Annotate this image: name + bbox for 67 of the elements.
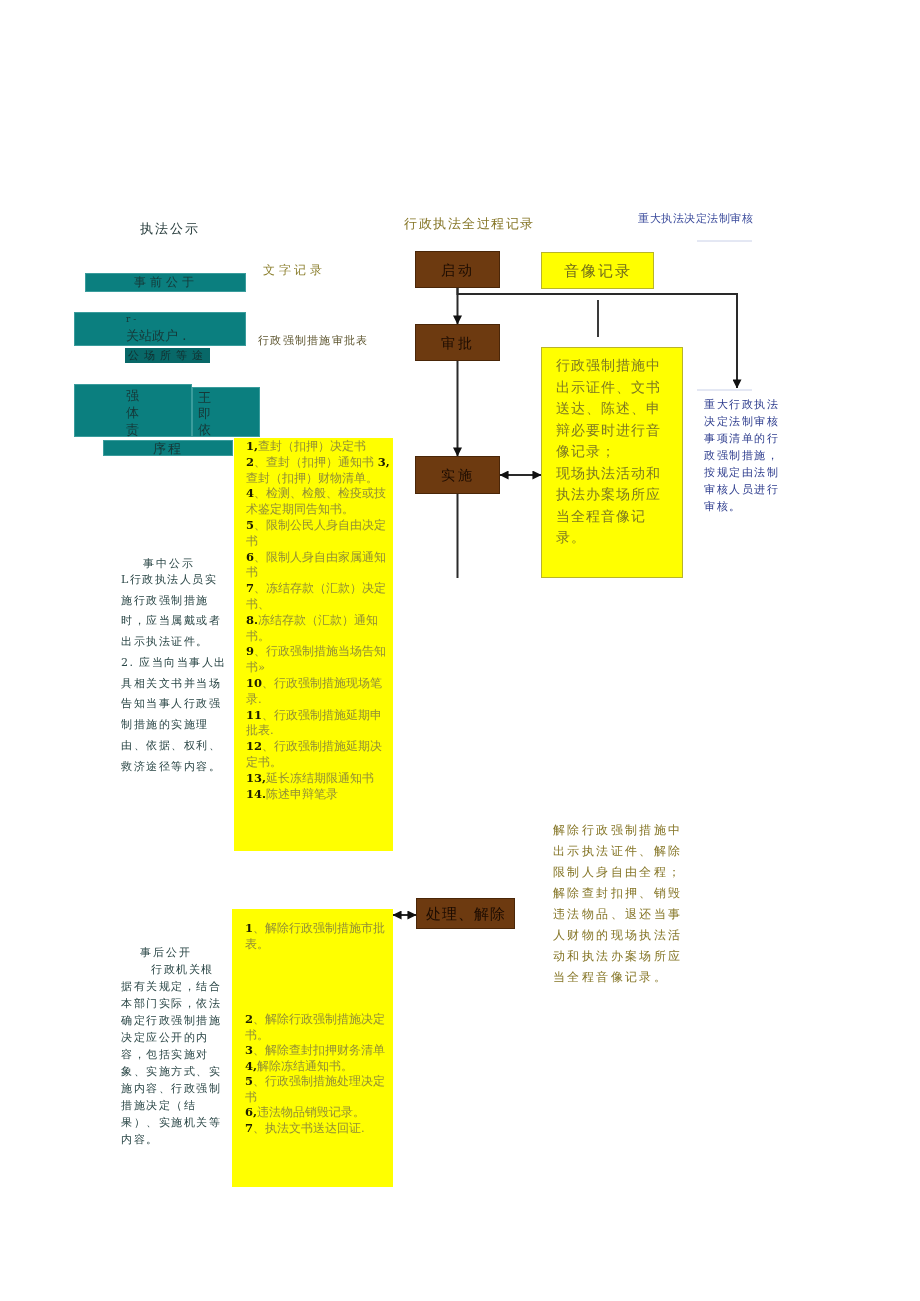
- section-heading: 事中公示: [143, 556, 195, 571]
- list-item: 5、限制公民人身自由决定书: [246, 518, 387, 550]
- bar-label: 强: [126, 387, 139, 404]
- note-text: 现场执法活动和执法办案场所应当全程音像记录。: [556, 463, 662, 547]
- header-bar: [74, 312, 246, 346]
- section-heading: 事后公开: [140, 945, 192, 960]
- arrow: [453, 360, 462, 457]
- document-list-panel: [234, 438, 393, 851]
- bar-label: 王: [198, 390, 211, 406]
- bar-label: 序程: [153, 440, 183, 456]
- paragraph: 2. 应当向当事人出具相关文书并当场告知当事人行政强制措施的实施理由、依据、权利、救济途径等内容。: [121, 655, 227, 775]
- step-label: 实施: [440, 466, 475, 484]
- column-heading: 行政执法全过程记录: [404, 215, 535, 232]
- bar-label: 事前公于: [133, 274, 198, 291]
- list-item: 10、行政强制措施现场笔录.: [246, 675, 383, 708]
- double-arrow: [392, 910, 417, 920]
- list-item: 7、冻结存款（汇款）决定书、: [246, 581, 387, 613]
- list-item: 13,延长冻结期限通知书: [246, 770, 374, 787]
- paragraph: L行政执法人员实施行政强制措施时，应当属戴或者出示执法证件。: [121, 572, 222, 651]
- bar-label: 关站政户 .: [126, 327, 187, 345]
- step-label: 处理、解除: [425, 904, 506, 923]
- step-label: 审批: [440, 333, 475, 352]
- list-item: 11、行政强制措施延期申批表.: [246, 707, 383, 740]
- bar-label: 责: [126, 421, 139, 438]
- header-bar: [85, 273, 246, 292]
- document-list-panel: [232, 909, 393, 1187]
- list-item: 2、查封（扣押）通知书 3,查封（扣押）财物清单。: [246, 454, 390, 487]
- list-item: 4,解除冻结通知书。: [245, 1058, 353, 1074]
- paragraph: 行政机关根据有关规定，结合本部门实际，依法确定行政强制措施决定应公开的内容，包括实施对象、实施方式、实施内容、行政强制措施决定（结果）、实施机关等内容。: [121, 962, 222, 1148]
- list-item: 6,违法物品销毁记录。: [245, 1105, 365, 1121]
- list-item: 5、行政强制措施处理决定书: [245, 1074, 386, 1105]
- note-text: 音像记录: [563, 261, 632, 280]
- column-heading: 执法公示: [140, 220, 200, 237]
- list-item: 1、解除行政强制措施市批表。: [245, 921, 386, 952]
- annotation-text: 重大行政执法决定法制审核事项清单的行政强制措施，按规定由法制审核人员进行审核。: [704, 397, 780, 515]
- form-title: 行政强制措施审批表: [258, 333, 369, 348]
- note-box: [541, 252, 654, 289]
- double-arrow: [499, 470, 542, 480]
- header-bar: [74, 384, 192, 437]
- list-item: 14.陈述申辩笔录: [246, 786, 338, 803]
- bar-label: r -: [126, 313, 137, 326]
- paragraph: 解除行政强制措施中出示执法证件、解除限制人身自由全程；解除查封扣押、销毁违法物品、退还当事人财物的现场执法活动和执法办案场所应当全程音像记录。: [553, 822, 684, 986]
- process-box: [416, 898, 515, 929]
- note-box: [541, 347, 683, 578]
- bar-label: 体: [126, 404, 139, 421]
- bar-label: 依: [198, 422, 211, 438]
- header-bar: [103, 440, 233, 456]
- step-label: 启动: [440, 260, 475, 279]
- process-box: [415, 324, 500, 361]
- header-bar: [192, 387, 260, 437]
- list-item: 9、行政强制措施当场告知书»: [246, 644, 387, 676]
- connector-line: [456, 493, 459, 579]
- column-heading: 重大执法决定法制审核: [638, 211, 753, 226]
- arrow: [456, 287, 742, 389]
- list-item: 7、执法文书送达回证.: [245, 1120, 365, 1136]
- list-item: 6、限制人身自由家属通知书: [246, 549, 387, 582]
- list-item: 4、检测、检般、检疫或技术鉴定期同告知书。: [246, 486, 387, 518]
- bar-label: 即: [198, 406, 211, 422]
- section-label: 文字记录: [263, 262, 325, 278]
- list-item: 2、解除行政强制措施决定书。: [245, 1012, 386, 1043]
- process-box: [415, 251, 500, 288]
- process-box: [415, 456, 500, 494]
- list-item: 8.冻结存款（汇款）通知书。: [246, 612, 379, 645]
- note-text: 行政强制措施中出示证件、文书送达、陈述、申辩必要时进行音像记录；: [556, 356, 662, 461]
- list-item: 12、行政强制措施延期决定书。: [246, 739, 383, 771]
- list-item: 3、解除查封扣押财务清单: [245, 1043, 385, 1059]
- list-item: 1,查封（扣押）决定书: [246, 439, 366, 455]
